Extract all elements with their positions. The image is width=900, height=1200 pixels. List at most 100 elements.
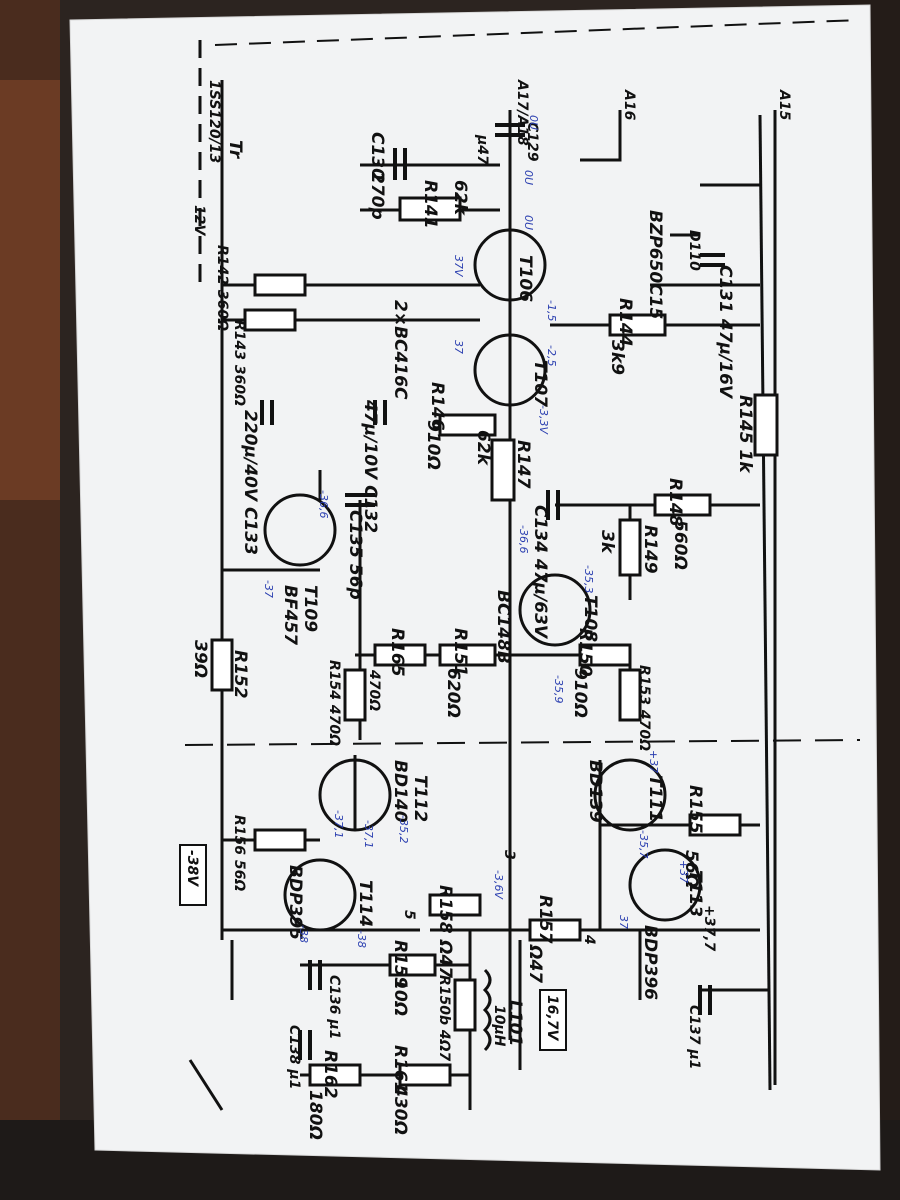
label-c132-ref: C132 xyxy=(360,485,380,533)
label-t112-type: BD140 xyxy=(390,760,410,823)
label-12v: 12V xyxy=(191,205,207,236)
node-5: 5 xyxy=(401,910,417,920)
label-c137: C137 µ1 xyxy=(686,1005,702,1069)
capacitor-plates xyxy=(260,123,725,1060)
pencil-note-7: -3,3V xyxy=(537,405,550,435)
label-r162-val: 180Ω xyxy=(305,1090,325,1140)
label-pair: 2×BC416C xyxy=(390,300,410,400)
pencil-note-20: +37 xyxy=(677,860,690,883)
label-l101-val: 10µH xyxy=(491,1005,507,1047)
label-c133-ref: C133 xyxy=(240,507,260,555)
label-t111: T111 xyxy=(645,775,665,822)
label-t106: T106 xyxy=(515,255,535,302)
pencil-note-13: -38 xyxy=(297,925,310,943)
label-c137-val: µ1 xyxy=(686,1048,702,1069)
label-t107: T107 xyxy=(530,360,550,407)
label-r156-val: 56Ω xyxy=(231,860,247,891)
label-r165: R165 xyxy=(387,628,407,677)
label-r154-val: 470Ω xyxy=(326,704,342,746)
label-r145: R145 1k xyxy=(735,395,755,474)
t113-note: +37,7 xyxy=(701,905,717,952)
label-c136-val: µ1 xyxy=(326,1018,342,1039)
pencil-note-5: -1,5 xyxy=(545,300,558,321)
label-r150-val: 910Ω xyxy=(570,668,590,718)
label-c137-ref: C137 xyxy=(686,1005,702,1045)
label-r148: R148 xyxy=(665,478,685,527)
label-c129: C129 xyxy=(524,122,540,162)
label-c131-ref: C131 xyxy=(715,265,735,313)
label-c134-ref: C134 xyxy=(530,505,550,553)
label-r141: R141 xyxy=(420,180,440,229)
label-r147-val: 62k xyxy=(473,430,493,467)
label-c132: 47µ/10V C132 xyxy=(360,399,380,533)
label-r145-val: 1k xyxy=(735,450,755,475)
pencil-note-19: +37 xyxy=(647,750,660,773)
node-4: 4 xyxy=(581,934,597,945)
label-r154: R154 470Ω xyxy=(326,660,342,746)
label-r143-val: 360Ω xyxy=(231,365,247,406)
transistor-symbols xyxy=(263,228,702,932)
component-labels: C130 270p C129 µ47 R141 62k R142 360Ω R1… xyxy=(179,79,792,1140)
label-t114: T114 xyxy=(355,880,375,927)
pencil-note-10: -35,3 xyxy=(582,565,595,593)
label-t109: T109 xyxy=(300,585,320,632)
label-r157-val: Ω47 xyxy=(525,944,545,983)
label-16v7: 16,7V xyxy=(544,995,560,1042)
label-d110-type: BZP650C15 xyxy=(645,210,665,319)
label-r143: R143 360Ω xyxy=(231,320,247,406)
pencil-note-12: -36,6 xyxy=(517,525,530,553)
pencil-note-6: -2,5 xyxy=(545,345,558,366)
label-c135-val: 56p xyxy=(345,564,365,600)
label-c132-val: 47µ/10V xyxy=(360,399,380,481)
label-r151: R151 xyxy=(450,628,470,677)
pencil-note-16: -37,1 xyxy=(332,810,345,838)
label-r142-ref: R142 xyxy=(214,245,230,285)
label-r155: R155 xyxy=(685,785,705,834)
label-r155-val: 56Ω xyxy=(681,850,701,888)
label-r150: R150 xyxy=(575,628,595,677)
label-t113: T113 xyxy=(685,870,705,917)
label-t109-type: BF457 xyxy=(280,585,300,645)
label-c129-val: µ47 xyxy=(474,134,490,165)
label-d110-ref: D110 xyxy=(686,230,702,271)
label-c138-val: µ1 xyxy=(286,1068,302,1089)
label-c130: C130 xyxy=(367,132,387,180)
label-a15: A15 xyxy=(776,89,792,121)
label-tr: Tr xyxy=(225,140,245,160)
label-a16: A16 xyxy=(621,89,637,121)
label-c136: C136 µ1 xyxy=(326,975,342,1039)
pencil-note-1: 0U xyxy=(522,170,535,185)
label-c136-ref: C136 xyxy=(326,975,342,1015)
label-r153-val: 470Ω xyxy=(636,709,652,751)
pencil-note-3: 37V xyxy=(452,255,465,278)
label-t111-type: BD139 xyxy=(585,760,605,823)
label-c131-val: 47µ/16V xyxy=(715,318,735,400)
label-r152-val: 39Ω xyxy=(190,640,210,678)
label-r146: R146 xyxy=(427,382,447,431)
node-3: 3 xyxy=(501,850,517,860)
label-r165-val: 470Ω xyxy=(366,669,382,711)
label-r161-val: 430Ω xyxy=(390,1084,410,1135)
label-t108-type: BC148B xyxy=(493,590,513,664)
label-r142-val: 360Ω xyxy=(214,290,230,331)
label-r141-val: 62k xyxy=(450,180,470,217)
label-r149-val: 3k xyxy=(597,530,617,555)
label-c130-val: 270p xyxy=(367,172,387,220)
label-r146-val: 910Ω xyxy=(423,420,443,470)
label-r147: R147 xyxy=(513,440,533,489)
pencil-note-11: -35,9 xyxy=(552,675,565,703)
pencil-note-8: -36,6 xyxy=(317,490,330,518)
label-t112: T112 xyxy=(410,775,430,822)
pencil-note-15: -37,1 xyxy=(362,820,375,848)
label-c138: C138 µ1 xyxy=(286,1025,302,1089)
label-r153-ref: R153 xyxy=(636,665,652,705)
pencil-note-18: -35,2 xyxy=(397,815,410,843)
label-r161: R161 xyxy=(390,1045,410,1094)
label-r156: R156 56Ω xyxy=(231,815,247,891)
pencil-annotations: 0U 0U 0U 37V 37 -1,5 -2,5 -3,3V -36,6 -3… xyxy=(262,115,690,948)
pencil-note-0: 0U xyxy=(527,115,540,130)
label-r149: R149 xyxy=(640,525,660,574)
pencil-note-4: 37 xyxy=(452,340,465,354)
label-r144: R144 xyxy=(615,298,635,347)
label-r158: R158 xyxy=(435,885,455,934)
